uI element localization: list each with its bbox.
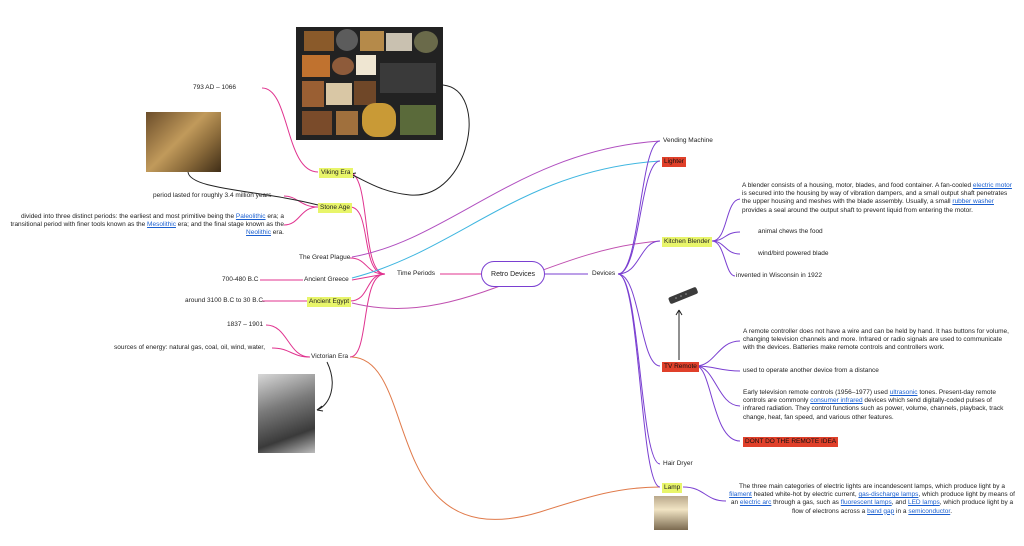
remote-warning: DONT DO THE REMOTE IDEA [743,437,839,448]
link-gas-discharge-lamps[interactable]: gas-discharge lamps [858,491,919,499]
wire-lamp-to-desc [682,486,727,502]
wire-blender-to-note3 [711,240,736,277]
wire-devices-to-lamp [617,273,661,488]
node-victorian-era[interactable]: Victorian Era [311,353,349,360]
wire-time-to-victorian [349,273,386,358]
victorian-date: 1837 – 1901 [227,321,264,328]
viking-date: 793 AD – 1066 [193,84,237,91]
link-band-gap[interactable]: band gap [867,507,895,515]
node-time-periods[interactable]: Time Periods [397,270,436,277]
wire-blender-to-desc [711,198,741,242]
node-ancient-greece[interactable]: Ancient Greece [304,276,349,283]
wire-collage-to-viking [349,84,470,196]
link-filament[interactable]: filament [729,491,752,499]
link-consumer-infrared[interactable]: consumer infrared [810,397,863,405]
egypt-date: around 3100 B.C to 30 B.C. [185,297,265,304]
wire-cavemen-to-stone [187,171,319,206]
wire-time-to-stone [349,206,386,275]
remote-note: used to operate another device from a di… [743,367,879,374]
node-lamp[interactable]: Lamp [662,483,683,494]
blender-note-invented: invented in Wisconsin in 1922 [736,272,822,279]
wire-victorian-to-lamp [351,356,661,520]
wire-devices-to-lighter [617,160,661,275]
link-electric-motor[interactable]: electric motor [972,182,1012,189]
wire-devices-to-remote [617,273,661,367]
node-kitchen-blender[interactable]: Kitchen Blender [662,237,712,248]
stone-fact: period lasted for roughly 3.4 million ye… [153,192,272,199]
blender-description: A blender consists of a housing, motor, … [742,182,1012,214]
remote-history: Early television remote controls (1956–1… [743,389,1004,421]
wire-stone-to-fact [283,195,319,208]
center-node-retro-devices[interactable]: Retro Devices [481,261,545,287]
node-stone-age[interactable]: Stone Age [318,203,352,214]
queen-victoria-portrait[interactable] [258,374,315,453]
link-led-lamps[interactable]: LED lamps [907,499,940,507]
blender-note-wind: wind/bird powered blade [758,250,829,257]
cavemen-painting[interactable] [146,112,221,172]
wire-remote-to-warning [695,365,741,442]
node-ancient-egypt[interactable]: Ancient Egypt [307,297,352,308]
center-node-label: Retro Devices [491,270,535,278]
stone-description: divided into three distinct periods: the… [10,213,284,237]
link-paleolithic[interactable]: Paleolithic [235,213,266,220]
wire-plague-to-vending [351,140,661,258]
wire-devices-to-vending [617,140,661,275]
link-mesolithic[interactable]: Mesolithic [147,221,176,229]
wire-remote-to-hist [695,365,741,407]
node-viking-era[interactable]: Viking Era [319,168,353,179]
node-great-plague[interactable]: The Great Plague [299,254,351,261]
remote-description: A remote controller does not have a wire… [743,328,1009,352]
wire-victorian-to-date [265,324,311,358]
node-vending-machine[interactable]: Vending Machine [663,137,713,144]
node-hair-dryer[interactable]: Hair Dryer [663,460,693,467]
viking-artifacts-collage[interactable] [296,27,443,140]
node-tv-remote[interactable]: TV Remote [662,362,699,373]
blender-note-animal: animal chews the food [758,228,823,235]
lamp-photo[interactable] [654,496,688,530]
node-lighter[interactable]: Lighter [662,157,686,168]
link-neolithic[interactable]: Neolithic [246,229,271,237]
tv-remote-photo[interactable] [666,284,700,306]
wire-stone-to-desc [283,206,319,226]
link-rubber-washer[interactable]: rubber washer [952,198,994,206]
link-electric-arc[interactable]: electric arc [739,499,772,507]
wire-greece-to-lighter [351,160,661,279]
greece-date: 700-480 B.C [222,276,259,283]
wire-viking-to-date [261,87,319,173]
link-ultrasonic[interactable]: ultrasonic [889,389,918,396]
wire-time-to-egypt [349,273,386,302]
lamp-description: The three main categories of electric li… [729,483,1015,515]
wire-time-to-plague [349,257,386,275]
link-fluorescent-lamps[interactable]: fluorescent lamps [840,499,892,507]
link-semiconductor[interactable]: semiconductor [908,507,951,515]
wire-devices-to-blender [617,240,661,275]
wire-victorian-to-energy [271,347,311,358]
wire-victorian-to-portrait [316,361,333,411]
victorian-energy: sources of energy: natural gas, coal, oi… [114,344,266,351]
wire-remote-to-desc [695,340,741,367]
node-devices[interactable]: Devices [592,270,616,277]
wire-remote-to-note [695,365,741,372]
